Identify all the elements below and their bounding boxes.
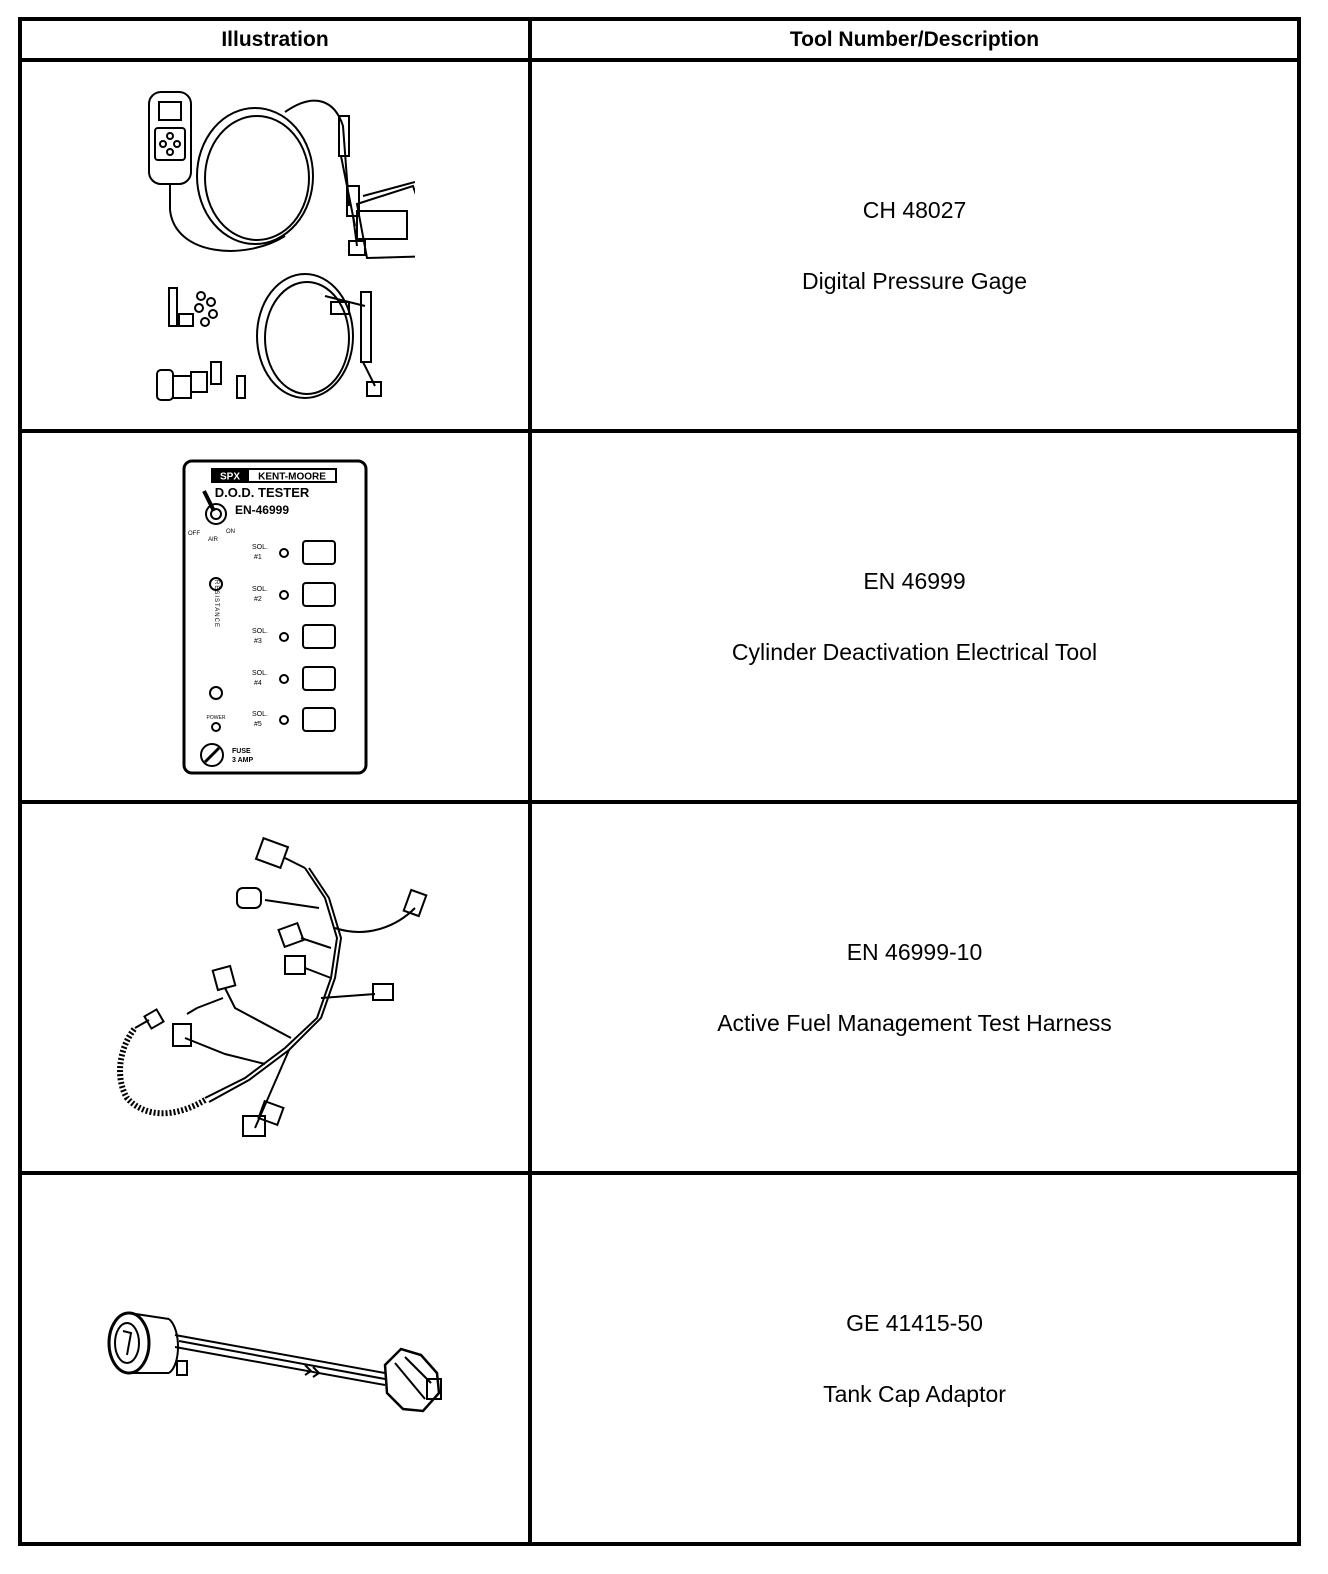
fuse-rating-label: 3 AMP — [232, 757, 253, 764]
solenoid-row-5: SOL. #5 — [252, 706, 336, 732]
tool-table: Illustration Tool Number/Description — [18, 17, 1301, 1546]
switch-on-label: ON — [226, 529, 235, 535]
illustration-header: Illustration — [18, 17, 532, 62]
svg-text:#4: #4 — [254, 680, 262, 687]
header-row: Illustration Tool Number/Description — [18, 17, 1301, 62]
table-row: EN 46999-10 Active Fuel Management Test … — [18, 800, 1301, 1175]
tank-cap-adaptor-illustration — [107, 1311, 442, 1412]
digital-pressure-gage-illustration — [148, 90, 415, 401]
brand-right-label: KENT-MOORE — [258, 471, 326, 482]
tool-header: Tool Number/Description — [528, 17, 1301, 62]
tool-description: Cylinder Deactivation Electrical Tool — [731, 638, 1098, 665]
tool-number: GE 41415-50 — [846, 1309, 983, 1336]
tool-description: Active Fuel Management Test Harness — [717, 1009, 1112, 1036]
svg-text:SOL.: SOL. — [252, 544, 268, 551]
illustration-cell — [18, 800, 532, 1175]
tool-number: EN 46999-10 — [846, 938, 983, 965]
svg-text:#5: #5 — [254, 721, 262, 728]
dod-tester-illustration: SPX KENT-MOORE D.O.D. TESTER EN-46999 OF… — [182, 459, 368, 774]
illustration-cell: SPX KENT-MOORE D.O.D. TESTER EN-46999 OF… — [18, 429, 532, 804]
description-cell: GE 41415-50 Tank Cap Adaptor — [528, 1171, 1301, 1546]
svg-text:SOL.: SOL. — [252, 628, 268, 635]
fuse-label: FUSE — [232, 748, 251, 755]
tool-description: Tank Cap Adaptor — [823, 1380, 1006, 1407]
tester-title: D.O.D. TESTER — [215, 485, 310, 500]
solenoid-row-2: SOL. #2 — [252, 581, 336, 607]
description-cell: EN 46999 Cylinder Deactivation Electrica… — [528, 429, 1301, 804]
svg-text:#2: #2 — [254, 596, 262, 603]
description-cell: EN 46999-10 Active Fuel Management Test … — [528, 800, 1301, 1175]
table-row: CH 48027 Digital Pressure Gage — [18, 58, 1301, 433]
svg-text:#3: #3 — [254, 638, 262, 645]
switch-air-label: AIR — [208, 537, 219, 543]
solenoid-row-3: SOL. #3 — [252, 623, 336, 649]
switch-off-label: OFF — [188, 531, 200, 537]
description-cell: CH 48027 Digital Pressure Gage — [528, 58, 1301, 433]
illustration-cell — [18, 58, 532, 433]
power-label: POWER — [207, 715, 226, 721]
svg-text:SOL.: SOL. — [252, 586, 268, 593]
svg-text:SOL.: SOL. — [252, 670, 268, 677]
table-row: GE 41415-50 Tank Cap Adaptor — [18, 1171, 1301, 1546]
svg-text:SOL.: SOL. — [252, 711, 268, 718]
tool-number: EN 46999 — [863, 567, 966, 594]
svg-text:#1: #1 — [254, 554, 262, 561]
tool-description: Digital Pressure Gage — [802, 267, 1027, 294]
solenoid-row-4: SOL. #4 — [252, 665, 336, 691]
tool-number: CH 48027 — [862, 196, 967, 223]
tester-model: EN-46999 — [235, 503, 289, 517]
solenoid-row-1: SOL. #1 — [252, 539, 336, 565]
illustration-cell — [18, 1171, 532, 1546]
resistance-label: RESISTANCE — [213, 580, 219, 628]
test-harness-illustration — [117, 836, 428, 1137]
brand-left-label: SPX — [220, 471, 240, 482]
table-row: SPX KENT-MOORE D.O.D. TESTER EN-46999 OF… — [18, 429, 1301, 804]
